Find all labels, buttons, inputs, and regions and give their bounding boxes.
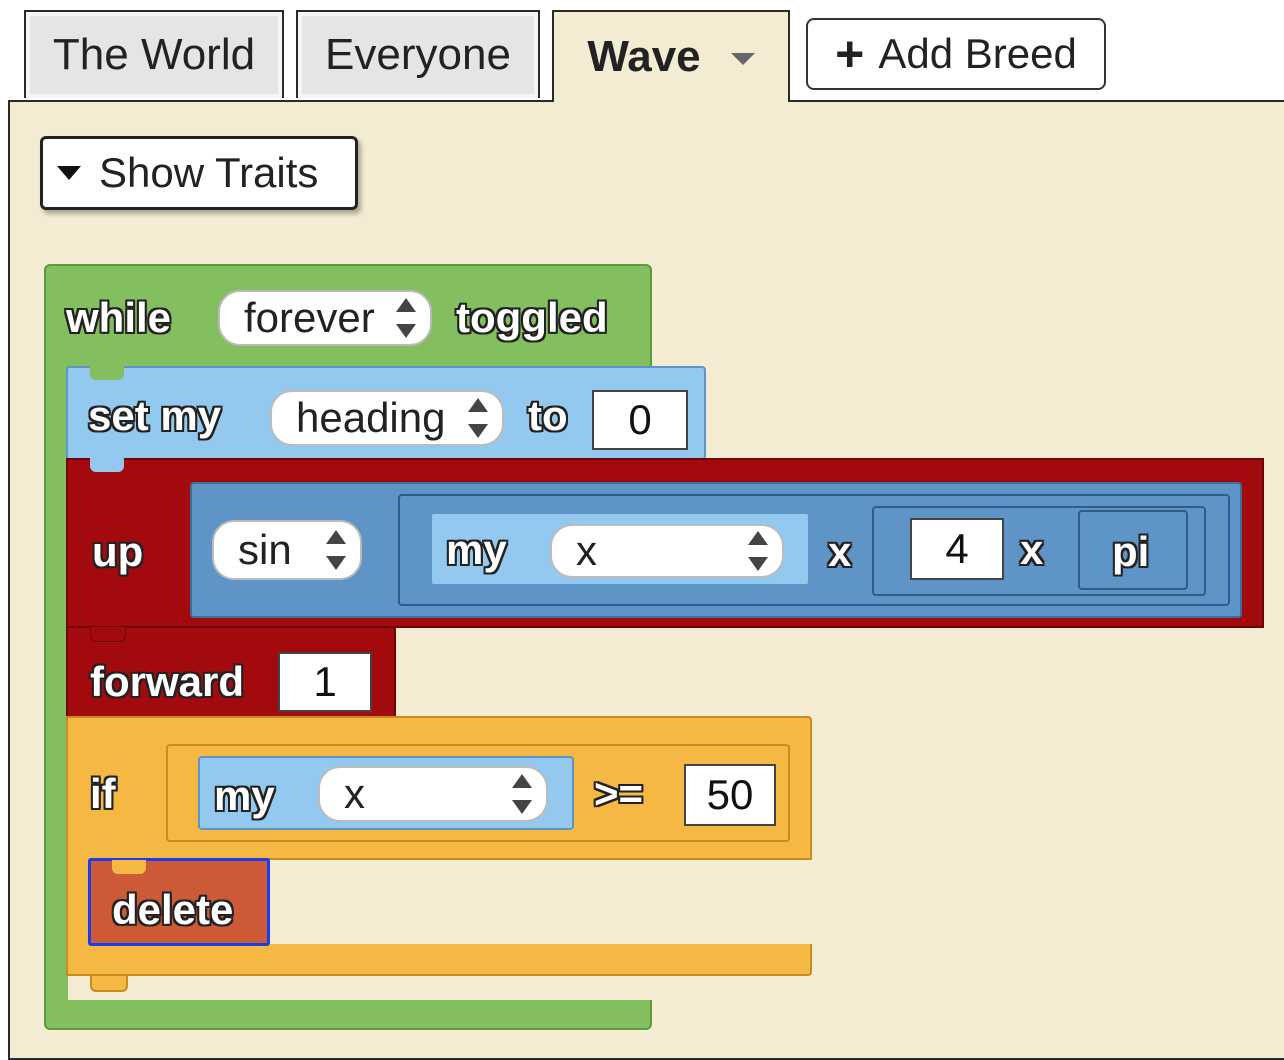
tab-label: Wave [587,32,701,81]
condition-dropdown[interactable]: forever [218,290,432,346]
trait-dropdown[interactable]: x [550,524,784,578]
add-breed-button[interactable]: + Add Breed [806,18,1106,90]
set-my-label: set my [88,392,222,439]
forward-label: forward [90,658,245,705]
tab-label: The World [52,30,256,79]
block-notch [112,860,146,874]
up-down-arrows-icon [396,298,416,338]
show-traits-button[interactable]: Show Traits [40,136,358,210]
condition-value: forever [244,294,375,341]
block-notch [90,976,128,992]
while-block-bottom [44,1000,652,1030]
number-value: 4 [945,525,969,572]
while-label: while [66,294,172,341]
toggled-label: toggled [456,294,608,341]
forward-value-input[interactable]: 1 [278,652,372,712]
block-notch [90,458,124,472]
forward-value: 1 [313,658,337,705]
while-block-left-arm [44,364,68,1004]
delete-label: delete [112,886,234,933]
to-label: to [528,392,568,439]
heading-value-input[interactable]: 0 [592,390,688,450]
my-label: my [214,772,275,819]
add-breed-label: Add Breed [878,30,1077,77]
pi-reporter[interactable] [1078,510,1188,590]
plus-icon: + [835,26,865,82]
times-label: x [1020,526,1044,573]
block-notch [90,626,126,642]
if-label: if [90,770,116,817]
number-input[interactable]: 4 [910,518,1004,580]
triangle-down-icon [57,166,81,180]
trait-dropdown[interactable]: x [318,766,548,822]
show-traits-label: Show Traits [99,149,319,196]
tab-label: Everyone [325,30,511,79]
chevron-down-icon[interactable] [730,53,755,65]
operator-label: >= [594,770,644,817]
compare-value: 50 [706,771,754,818]
tab-wave[interactable]: Wave [552,10,790,102]
tab-everyone[interactable]: Everyone [296,10,540,98]
heading-value: 0 [628,396,652,443]
up-label: up [92,528,144,575]
up-down-arrows-icon [748,531,768,571]
function-dropdown[interactable]: sin [212,520,362,580]
up-down-arrows-icon [326,530,346,570]
up-down-arrows-icon [512,774,532,814]
up-down-arrows-icon [468,398,488,438]
pi-label: pi [1112,528,1150,575]
block-notch [90,366,124,380]
if-block-bottom [66,944,812,976]
trait-value: x [344,770,365,817]
my-label: my [446,526,507,573]
trait-value: x [576,527,597,574]
if-block-left-arm [66,856,90,948]
compare-value-input[interactable]: 50 [684,764,776,826]
times-label: x [828,528,852,575]
trait-value: heading [296,394,446,441]
function-value: sin [238,526,292,573]
tab-the-world[interactable]: The World [24,10,284,98]
trait-dropdown[interactable]: heading [270,390,504,446]
